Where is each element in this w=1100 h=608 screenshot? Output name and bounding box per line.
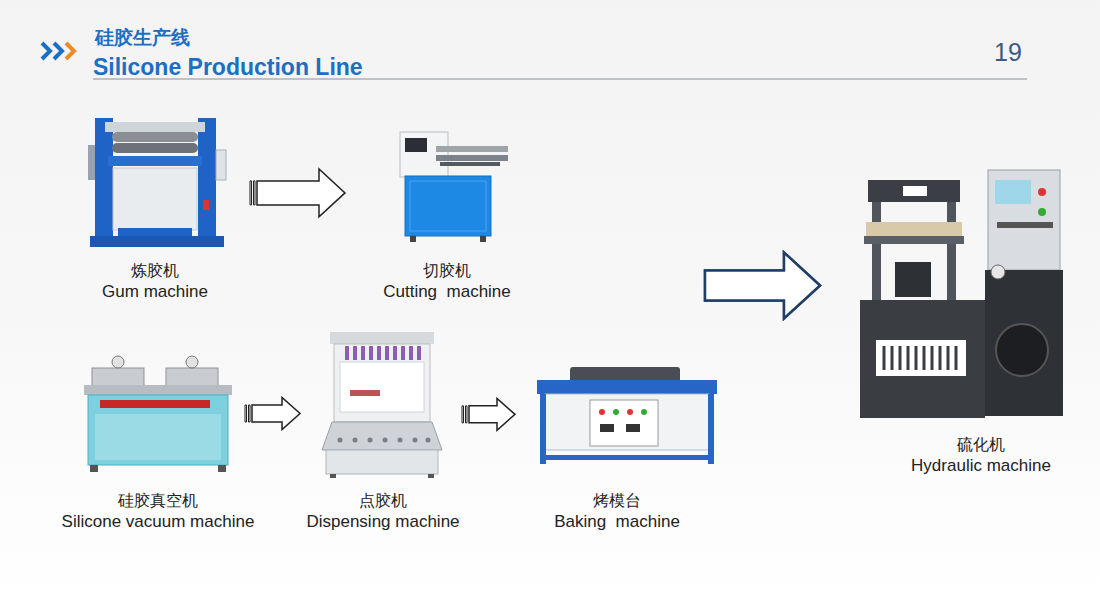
machine-node: 炼胶机Gum machine bbox=[85, 115, 228, 247]
flow-arrow bbox=[245, 398, 300, 430]
machine-caption: 点胶机Dispensing machine bbox=[306, 490, 459, 532]
subtitle-heading: Silicone Production Line bbox=[93, 53, 363, 81]
block-arrow bbox=[705, 253, 820, 319]
flow-arrow bbox=[705, 253, 820, 319]
machine-node: 硅胶真空机Silicone vacuum machine bbox=[82, 355, 232, 472]
block-arrow bbox=[705, 253, 820, 319]
page-number: 19 bbox=[994, 38, 1022, 66]
arrow-tail-bar bbox=[250, 181, 252, 205]
block-arrow bbox=[469, 398, 515, 430]
machine-caption: 硅胶真空机Silicone vacuum machine bbox=[62, 490, 255, 532]
machine-node: 切胶机Cutting machine bbox=[393, 128, 492, 242]
flow-arrow bbox=[462, 398, 515, 430]
machine-node: 烤模台Baking machine bbox=[535, 365, 718, 465]
flow-arrow bbox=[250, 169, 345, 217]
arrow-tail-bar bbox=[462, 406, 464, 423]
machine-name-zh: 硫化机 bbox=[911, 434, 1051, 455]
machine-name-zh: 炼胶机 bbox=[102, 260, 208, 281]
block-arrow bbox=[257, 169, 345, 217]
machine-name-zh: 点胶机 bbox=[306, 490, 459, 511]
vacuum-machine-illustration bbox=[84, 356, 232, 472]
machine-name-zh: 切胶机 bbox=[383, 260, 511, 281]
machine-caption: 炼胶机Gum machine bbox=[102, 260, 208, 302]
flow-arrow bbox=[705, 253, 820, 319]
block-arrow bbox=[252, 398, 300, 430]
machine-caption: 烤模台Baking machine bbox=[554, 490, 680, 532]
machine-name-en: Baking machine bbox=[554, 511, 680, 532]
arrow-tail-bar bbox=[466, 406, 468, 423]
machine-name-zh: 硅胶真空机 bbox=[62, 490, 255, 511]
machine-name-en: Dispensing machine bbox=[306, 511, 459, 532]
hydraulic-machine-illustration bbox=[860, 170, 1063, 418]
cutting-machine-illustration bbox=[400, 132, 508, 242]
dispensing-machine-illustration bbox=[322, 332, 442, 478]
machine-name-en: Gum machine bbox=[102, 281, 208, 302]
machine-caption: 硫化机Hydraulic machine bbox=[911, 434, 1051, 476]
arrow-tail-bar bbox=[254, 181, 256, 205]
machine-name-en: Hydraulic machine bbox=[911, 455, 1051, 476]
machine-name-en: Silicone vacuum machine bbox=[62, 511, 255, 532]
arrow-tail-bar bbox=[245, 405, 247, 422]
machine-caption: 切胶机Cutting machine bbox=[383, 260, 511, 302]
machine-name-zh: 烤模台 bbox=[554, 490, 680, 511]
header-chevrons bbox=[42, 43, 74, 59]
arrow-tail-bar bbox=[249, 405, 251, 422]
machine-name-en: Cutting machine bbox=[383, 281, 511, 302]
machine-node: 点胶机Dispensing machine bbox=[318, 330, 443, 478]
machine-node: 硫化机Hydraulic machine bbox=[860, 168, 1063, 418]
gum-machine-illustration bbox=[88, 118, 226, 247]
baking-machine-illustration bbox=[537, 367, 717, 464]
title-heading: 硅胶生产线 bbox=[95, 26, 190, 50]
